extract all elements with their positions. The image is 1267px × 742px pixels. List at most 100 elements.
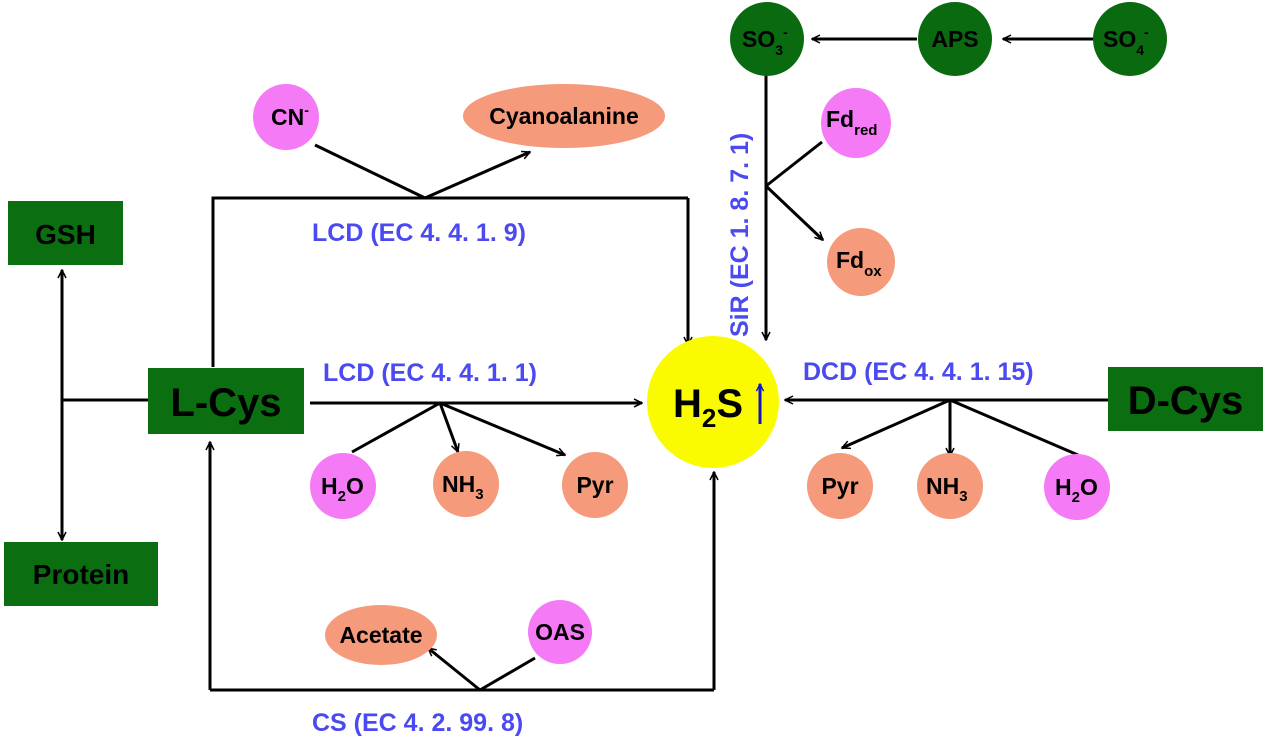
- h2s-circle: [647, 336, 779, 468]
- enzyme-lcd-top: LCD (EC 4. 4. 1. 9): [312, 219, 526, 247]
- arrow-to-nh3-left: [438, 402, 458, 452]
- so3-label: SO3-: [742, 24, 788, 58]
- h2s-node: H2S: [647, 336, 779, 468]
- h2o-right-line: [949, 398, 1079, 457]
- cn-input-line: [314, 143, 426, 200]
- h2s-sub: 2: [702, 403, 716, 433]
- d-cys-label: D-Cys: [1128, 379, 1244, 423]
- fdred-label: Fdred: [826, 106, 877, 139]
- so4-node: SO4-: [1093, 2, 1167, 76]
- oas-circle: [528, 600, 592, 664]
- so4-label: SO4-: [1103, 24, 1149, 58]
- cyanoalanine-label: Cyanoalanine: [489, 103, 639, 129]
- cn-sup: -: [304, 102, 309, 118]
- nh3-left-circle: [433, 451, 499, 517]
- h2o-right-main: H: [1055, 474, 1072, 500]
- protein-box: [4, 542, 158, 606]
- h2o-right-label: H2O: [1055, 474, 1098, 506]
- connectors: [62, 39, 1108, 692]
- nh3-right-main: NH: [926, 473, 959, 499]
- h2o-right-circle: [1044, 454, 1110, 520]
- so4-sup: -: [1144, 24, 1149, 40]
- nh3-left-sub: 3: [475, 486, 483, 503]
- fdox-node: Fdox: [827, 228, 895, 296]
- nh3-right-label: NH3: [926, 473, 968, 505]
- h2o-left-sub: 2: [338, 488, 346, 505]
- arrow-to-pyr-left: [439, 401, 565, 457]
- cn-circle: [253, 84, 319, 150]
- so3-sub: 3: [775, 42, 783, 58]
- so4-main: SO: [1103, 26, 1136, 52]
- oas-input-line: [479, 656, 536, 692]
- pyr-right-label: Pyr: [821, 473, 858, 499]
- aps-node: APS: [918, 2, 992, 76]
- h2o-left-line: [351, 401, 441, 454]
- fdred-node: Fdred: [821, 88, 891, 158]
- fdox-label: Fdox: [836, 247, 882, 280]
- l-cys-label: L-Cys: [170, 381, 281, 425]
- aps-circle: [918, 2, 992, 76]
- nh3-right-node: NH3: [917, 453, 983, 519]
- fdox-sub: ox: [864, 263, 882, 280]
- h2o-right-node: H2O: [1044, 454, 1110, 520]
- enzyme-dcd: DCD (EC 4. 4. 1. 15): [803, 358, 1034, 386]
- cn-label: CN-: [271, 102, 309, 130]
- enzyme-sir: SiR (EC 1. 8. 7. 1): [726, 133, 754, 337]
- arrow-to-fdox: [764, 184, 823, 240]
- oas-node: OAS: [528, 600, 592, 664]
- protein-label: Protein: [33, 559, 129, 590]
- gsh-node: GSH: [8, 201, 123, 265]
- arrow-to-acetate: [428, 646, 481, 692]
- h2o-left-tail: O: [346, 473, 364, 499]
- enzyme-lcd-mid: LCD (EC 4. 4. 1. 1): [323, 359, 537, 387]
- protein-node: Protein: [4, 542, 158, 606]
- fdox-main: Fd: [836, 247, 864, 273]
- so4-sub: 4: [1136, 42, 1144, 58]
- nh3-left-label: NH3: [442, 471, 484, 503]
- oas-label: OAS: [535, 619, 585, 645]
- pyr-left-circle: [562, 452, 628, 518]
- l-cys-node: L-Cys: [148, 368, 304, 434]
- l-cys-box: [148, 368, 304, 434]
- h2s-tail: S: [716, 382, 743, 426]
- fdox-circle: [827, 228, 895, 296]
- acetate-ellipse: [325, 605, 437, 665]
- h2s-main: H: [673, 382, 702, 426]
- h2o-left-label: H2O: [321, 473, 364, 505]
- aps-label: APS: [931, 26, 978, 52]
- gsh-box: [8, 201, 123, 265]
- nh3-right-sub: 3: [959, 488, 967, 505]
- enzyme-cs: CS (EC 4. 2. 99. 8): [312, 709, 523, 737]
- lcd-top-loop-line: [211, 196, 688, 367]
- nh3-left-main: NH: [442, 471, 475, 497]
- cyanoalanine-ellipse: [463, 84, 665, 148]
- fdred-main: Fd: [826, 106, 854, 132]
- so3-sup: -: [783, 24, 788, 40]
- pyr-right-circle: [807, 453, 873, 519]
- gsh-label: GSH: [35, 219, 96, 250]
- fdred-input-line: [765, 140, 823, 188]
- acetate-node: Acetate: [325, 605, 437, 665]
- d-cys-node: D-Cys: [1108, 367, 1263, 431]
- fdred-circle: [821, 88, 891, 158]
- pyr-right-node: Pyr: [807, 453, 873, 519]
- arrow-to-cyanoalanine: [424, 150, 530, 200]
- h2o-left-main: H: [321, 473, 338, 499]
- fdred-sub: red: [854, 122, 877, 139]
- arrow-to-pyr-right: [842, 398, 951, 450]
- h2o-left-circle: [310, 453, 376, 519]
- h2o-right-sub: 2: [1072, 489, 1080, 506]
- nh3-right-circle: [917, 453, 983, 519]
- cn-node: CN-: [253, 84, 319, 150]
- nh3-left-node: NH3: [433, 451, 499, 517]
- cn-main: CN: [271, 104, 304, 130]
- pyr-left-node: Pyr: [562, 452, 628, 518]
- so3-main: SO: [742, 26, 775, 52]
- d-cys-box: [1108, 367, 1263, 431]
- so3-node: SO3-: [730, 2, 804, 76]
- acetate-label: Acetate: [339, 622, 422, 648]
- so4-circle: [1093, 2, 1167, 76]
- h2o-right-tail: O: [1080, 474, 1098, 500]
- so3-circle: [730, 2, 804, 76]
